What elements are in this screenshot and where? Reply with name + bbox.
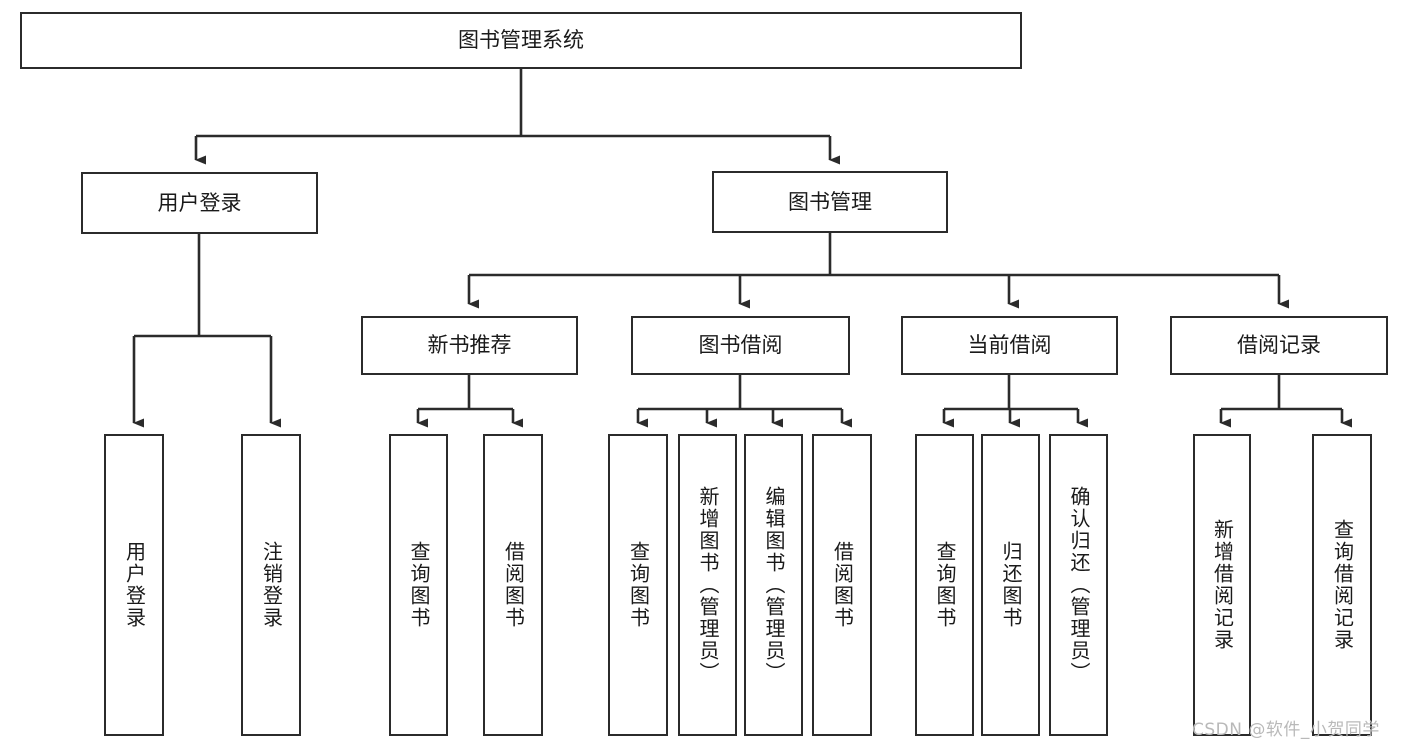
leaf-book-borrow-add-label: 新增图书（管理员） bbox=[696, 486, 720, 684]
leaf-new-book-query[interactable]: 查询图书 bbox=[389, 434, 448, 736]
leaf-book-borrow-borrow-label: 借阅图书 bbox=[830, 541, 855, 629]
leaf-current-borrow-query-label: 查询图书 bbox=[933, 541, 957, 629]
leaf-current-borrow-query[interactable]: 查询图书 bbox=[915, 434, 974, 736]
node-book-management-label: 图书管理 bbox=[788, 189, 872, 214]
leaf-borrow-record-query[interactable]: 查询借阅记录 bbox=[1312, 434, 1372, 736]
leaf-current-borrow-confirm[interactable]: 确认归还（管理员） bbox=[1049, 434, 1108, 736]
node-book-management[interactable]: 图书管理 bbox=[712, 171, 948, 233]
leaf-borrow-record-add[interactable]: 新增借阅记录 bbox=[1193, 434, 1251, 736]
node-user-login-label: 用户登录 bbox=[157, 190, 242, 215]
node-borrow-record[interactable]: 借阅记录 bbox=[1170, 316, 1388, 375]
leaf-current-borrow-return-label: 归还图书 bbox=[999, 541, 1023, 629]
leaf-current-borrow-confirm-label: 确认归还（管理员） bbox=[1067, 486, 1091, 684]
node-book-borrow[interactable]: 图书借阅 bbox=[631, 316, 850, 375]
leaf-new-book-borrow-label: 借阅图书 bbox=[501, 541, 526, 629]
leaf-user-login-logout[interactable]: 注销登录 bbox=[241, 434, 301, 736]
node-root-label: 图书管理系统 bbox=[458, 28, 584, 53]
node-user-login[interactable]: 用户登录 bbox=[81, 172, 318, 234]
node-current-borrow[interactable]: 当前借阅 bbox=[901, 316, 1118, 375]
leaf-borrow-record-query-label: 查询借阅记录 bbox=[1330, 519, 1355, 651]
leaf-user-login-login[interactable]: 用户登录 bbox=[104, 434, 164, 736]
node-current-borrow-label: 当前借阅 bbox=[967, 333, 1052, 358]
leaf-user-login-login-label: 用户登录 bbox=[122, 541, 147, 629]
node-book-borrow-label: 图书借阅 bbox=[698, 333, 783, 358]
leaf-book-borrow-borrow[interactable]: 借阅图书 bbox=[812, 434, 872, 736]
node-new-book-recommend-label: 新书推荐 bbox=[427, 333, 512, 358]
leaf-user-login-logout-label: 注销登录 bbox=[259, 541, 284, 629]
node-root[interactable]: 图书管理系统 bbox=[20, 12, 1022, 69]
leaf-new-book-query-label: 查询图书 bbox=[407, 541, 431, 629]
leaf-new-book-borrow[interactable]: 借阅图书 bbox=[483, 434, 543, 736]
leaf-borrow-record-add-label: 新增借阅记录 bbox=[1210, 519, 1235, 651]
leaf-current-borrow-return[interactable]: 归还图书 bbox=[981, 434, 1040, 736]
node-borrow-record-label: 借阅记录 bbox=[1237, 333, 1321, 358]
leaf-book-borrow-edit-label: 编辑图书（管理员） bbox=[762, 486, 786, 684]
leaf-book-borrow-query[interactable]: 查询图书 bbox=[608, 434, 668, 736]
leaf-book-borrow-query-label: 查询图书 bbox=[626, 541, 651, 629]
watermark: CSDN @软件_小贺同学 bbox=[1192, 720, 1380, 740]
node-new-book-recommend[interactable]: 新书推荐 bbox=[361, 316, 578, 375]
leaf-book-borrow-add[interactable]: 新增图书（管理员） bbox=[678, 434, 737, 736]
leaf-book-borrow-edit[interactable]: 编辑图书（管理员） bbox=[744, 434, 803, 736]
